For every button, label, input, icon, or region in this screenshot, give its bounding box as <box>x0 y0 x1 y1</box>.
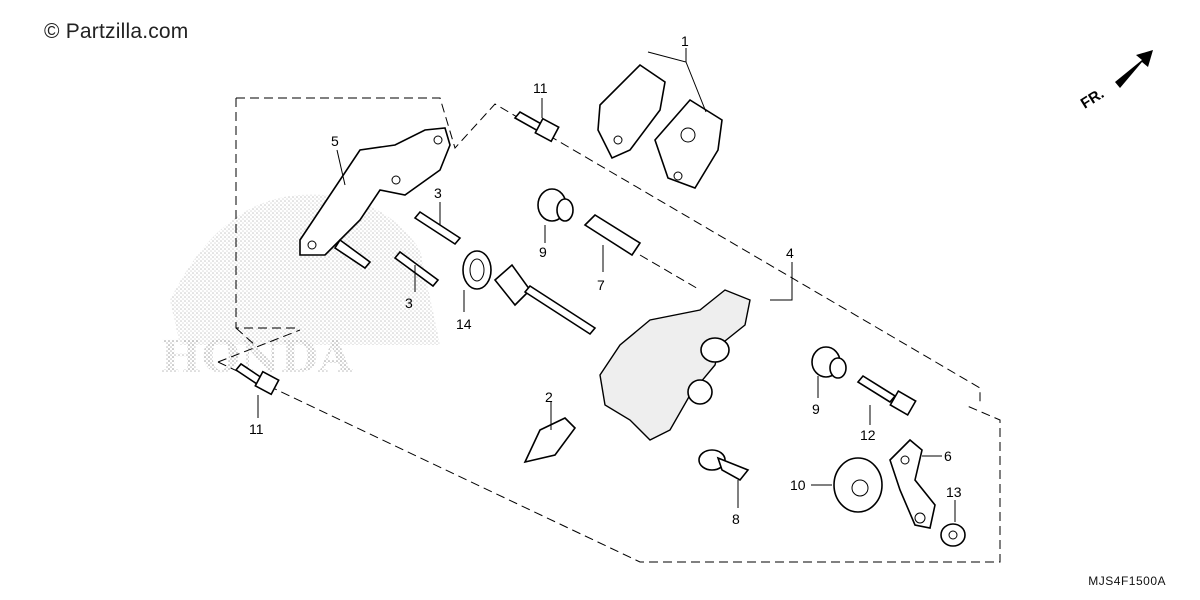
stopper-plate[interactable] <box>889 438 936 529</box>
flange-bolts[interactable] <box>234 110 560 396</box>
caliper-bracket[interactable] <box>299 127 451 270</box>
copyright-watermark: © Partzilla.com <box>44 20 189 43</box>
callout-3-lower: 3 <box>405 295 413 311</box>
front-indicator-label: FR. <box>1078 85 1108 112</box>
callout-8: 8 <box>732 511 740 527</box>
pin-boots[interactable] <box>537 188 847 379</box>
callout-7: 7 <box>597 277 605 293</box>
bleeder-bolt[interactable] <box>698 449 750 482</box>
callout-12: 12 <box>860 427 876 443</box>
pin-sleeve[interactable] <box>583 213 642 257</box>
piston-rod[interactable] <box>493 263 597 336</box>
rubber-stopper[interactable] <box>833 457 883 513</box>
caliper-body[interactable] <box>599 289 751 441</box>
caliper-pins[interactable] <box>393 210 462 288</box>
callout-1: 1 <box>681 33 689 49</box>
callout-13: 13 <box>946 484 962 500</box>
callout-11-lower: 11 <box>249 421 264 437</box>
brake-pad-set[interactable] <box>597 63 723 189</box>
callout-14: 14 <box>456 316 472 332</box>
callouts: 1 2 3 3 4 5 6 7 8 9 9 10 11 11 12 13 14 <box>249 33 962 527</box>
callout-9-upper: 9 <box>539 244 547 260</box>
callout-10: 10 <box>790 477 806 493</box>
piston-seal[interactable] <box>462 250 492 290</box>
callout-5: 5 <box>331 133 339 149</box>
assembly-outline <box>217 97 1001 563</box>
stopper-bolt[interactable] <box>856 374 917 417</box>
callout-3-upper: 3 <box>434 185 442 201</box>
flange-nut[interactable] <box>940 523 966 547</box>
callout-6: 6 <box>944 448 952 464</box>
leader-lines <box>257 48 956 522</box>
callout-2: 2 <box>545 389 553 405</box>
callout-11-upper: 11 <box>533 80 548 96</box>
diagram-code: MJS4F1500A <box>1088 574 1166 588</box>
front-indicator-arrow-icon: FR. <box>1078 50 1153 112</box>
pad-spring-clip[interactable] <box>523 417 577 464</box>
callout-9-lower: 9 <box>812 401 820 417</box>
callout-4: 4 <box>786 245 794 261</box>
background-logo: HONDA <box>160 194 440 383</box>
